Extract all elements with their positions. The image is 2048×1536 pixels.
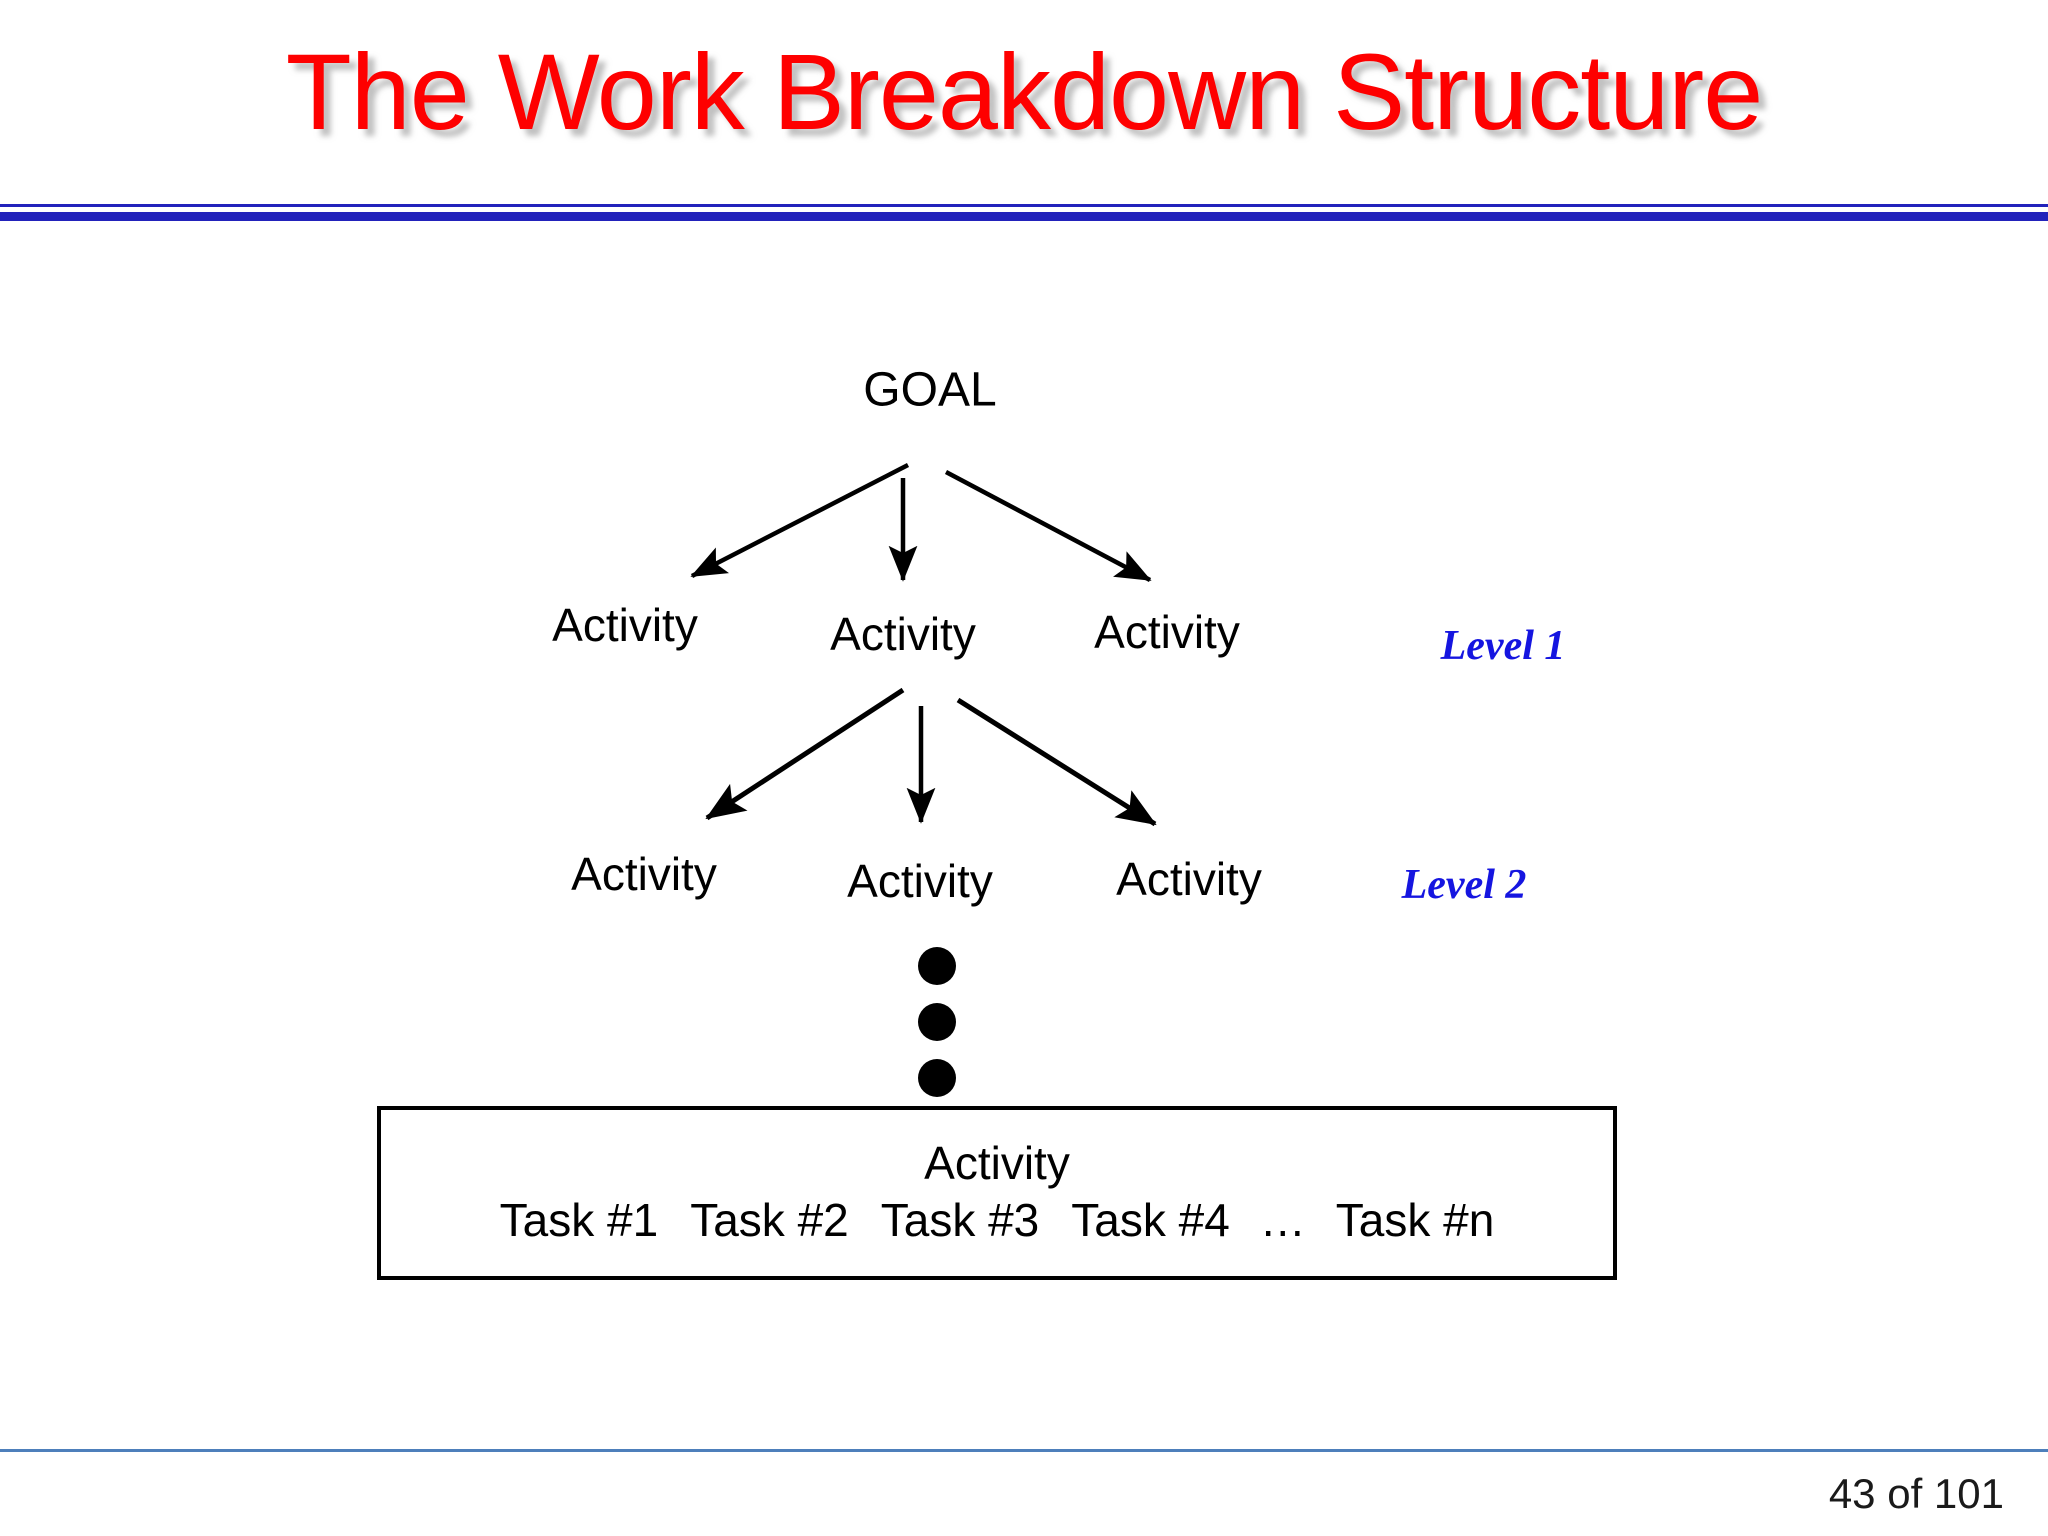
task-item-n[interactable]: Task #n (1335, 1194, 1495, 1247)
level-1-label: Level 1 (1440, 623, 1566, 669)
leaf-activity-title: Activity (924, 1136, 1070, 1189)
leaf-activity-box[interactable]: Activity Task #1 Task #2 Task #3 Task #4… (377, 1106, 1617, 1280)
node-level1-activity-2[interactable]: Activity (830, 608, 976, 660)
connector-goal-to-activity-3 (944, 470, 1152, 582)
task-item-3[interactable]: Task #3 (880, 1194, 1040, 1247)
task-list: Task #1 Task #2 Task #3 Task #4 … Task #… (484, 1193, 1511, 1247)
header-divider (0, 204, 2048, 224)
task-item-1[interactable]: Task #1 (499, 1194, 659, 1247)
node-level1-activity-1[interactable]: Activity (552, 599, 698, 651)
ellipsis-dot-3 (918, 1059, 956, 1097)
header-divider-thick-line (0, 212, 2048, 221)
ellipsis-dot-2 (918, 1003, 956, 1041)
task-item-4[interactable]: Task #4 (1071, 1194, 1230, 1247)
node-level2-activity-2[interactable]: Activity (847, 855, 993, 907)
connector-activity-to-subactivity-3 (956, 697, 1157, 827)
node-level1-activity-3[interactable]: Activity (1094, 606, 1240, 658)
task-item-2[interactable]: Task #2 (690, 1194, 849, 1247)
connector-activity-to-subactivity-1 (705, 687, 905, 821)
node-level2-activity-3[interactable]: Activity (1116, 853, 1262, 905)
connector-goal-to-activity-1 (690, 462, 910, 579)
level-2-label: Level 2 (1401, 862, 1527, 908)
footer-divider (0, 1449, 2048, 1452)
header-divider-thin-line (0, 204, 2048, 207)
ellipsis-dot-1 (918, 947, 956, 985)
header-divider-gap (0, 207, 2048, 212)
task-ellipsis: … (1259, 1194, 1306, 1247)
page-title: The Work Breakdown Structure (285, 31, 1764, 152)
page-number: 43 of 101 (1828, 1470, 2004, 1517)
node-level2-activity-1[interactable]: Activity (571, 848, 717, 900)
node-goal[interactable]: GOAL (863, 363, 997, 417)
